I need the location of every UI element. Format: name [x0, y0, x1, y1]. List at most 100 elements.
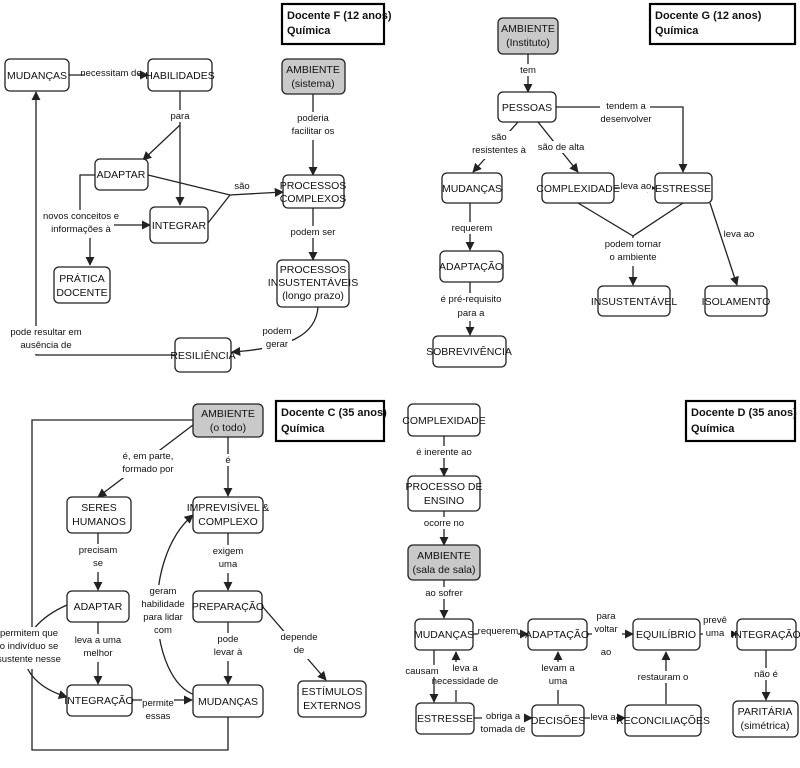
svg-text:INTEGRAR: INTEGRAR: [152, 220, 207, 232]
svg-text:(o todo): (o todo): [210, 422, 246, 434]
svg-text:causam: causam: [405, 666, 438, 677]
svg-text:é: é: [225, 455, 230, 466]
svg-text:necessidade de: necessidade de: [432, 676, 499, 687]
node-complexidade-g: COMPLEXIDADE: [536, 172, 620, 204]
svg-text:Docente G (12 anos): Docente G (12 anos): [655, 10, 762, 22]
svg-text:ADAPTAÇÃO: ADAPTAÇÃO: [439, 260, 503, 273]
svg-text:depende: depende: [281, 632, 318, 643]
svg-text:Docente D (35 anos): Docente D (35 anos): [691, 407, 797, 419]
svg-text:facilitar os: facilitar os: [292, 126, 335, 137]
svg-text:Docente F (12 anos): Docente F (12 anos): [287, 10, 392, 22]
svg-text:EXTERNOS: EXTERNOS: [303, 700, 361, 712]
svg-text:formado por: formado por: [122, 464, 173, 475]
labels-d: é inerente ao ocorre no ao sofrer requer…: [405, 446, 780, 738]
svg-text:DOCENTE: DOCENTE: [56, 287, 107, 299]
svg-text:requerem: requerem: [478, 626, 519, 637]
svg-text:PROCESSOS: PROCESSOS: [280, 264, 347, 276]
svg-text:levar à: levar à: [214, 647, 243, 658]
svg-text:COMPLEXO: COMPLEXO: [198, 516, 258, 528]
svg-text:é pré-requisito: é pré-requisito: [441, 294, 502, 305]
svg-text:ESTRESSE: ESTRESSE: [417, 713, 473, 725]
svg-text:são: são: [234, 181, 249, 192]
svg-text:para: para: [596, 611, 616, 622]
svg-text:MUDANÇAS: MUDANÇAS: [414, 629, 474, 641]
node-adaptacao-g: ADAPTAÇÃO: [439, 250, 504, 283]
svg-text:leva a uma: leva a uma: [75, 635, 122, 646]
svg-text:Química: Química: [287, 25, 331, 37]
svg-text:restauram o: restauram o: [638, 672, 689, 683]
svg-text:para a: para a: [458, 308, 486, 319]
header-docente-c: Docente C (35 anos) Química: [274, 399, 387, 443]
svg-text:(longo prazo): (longo prazo): [282, 290, 344, 302]
node-equilibrio: EQUILÍBRIO: [632, 618, 701, 651]
svg-text:INSUSTENTÁVEL: INSUSTENTÁVEL: [591, 295, 678, 308]
svg-text:podem ser: podem ser: [291, 227, 336, 238]
node-isolamento: ISOLAMENTO: [702, 285, 770, 317]
svg-text:Química: Química: [655, 25, 699, 37]
diagram-docente-c: Docente C (35 anos) Química AMBIENTE (o …: [0, 399, 387, 751]
svg-text:ENSINO: ENSINO: [424, 495, 464, 507]
svg-text:COMPLEXIDADE: COMPLEXIDADE: [536, 183, 619, 195]
svg-text:leva a: leva a: [452, 663, 478, 674]
svg-text:Docente C (35 anos): Docente C (35 anos): [281, 407, 387, 419]
node-complexidade-d: COMPLEXIDADE: [402, 403, 486, 437]
svg-text:geram: geram: [150, 586, 177, 597]
svg-text:prevê: prevê: [703, 615, 727, 626]
node-decisoes: DECISÕES: [531, 704, 585, 737]
node-mudancas-f: MUDANÇAS: [4, 58, 70, 92]
node-mudancas-g: MUDANÇAS: [441, 172, 503, 204]
svg-text:permite: permite: [142, 698, 174, 709]
svg-text:SOBREVIVÊNCIA: SOBREVIVÊNCIA: [426, 345, 512, 358]
labels-f: necessitam de para poderia facilitar os …: [10, 67, 336, 354]
node-integracao-c: INTEGRAÇÃO: [64, 684, 134, 717]
svg-text:obriga a: obriga a: [486, 711, 521, 722]
svg-text:INTEGRAÇÃO: INTEGRAÇÃO: [731, 628, 800, 641]
svg-text:é, em parte,: é, em parte,: [123, 451, 174, 462]
header-docente-d: Docente D (35 anos) Química: [684, 399, 797, 443]
svg-text:novos conceitos e: novos conceitos e: [43, 211, 119, 222]
svg-text:PREPARAÇÃO: PREPARAÇÃO: [192, 600, 264, 613]
node-ambiente-sala: AMBIENTE (sala de sala): [407, 544, 481, 581]
node-estresse-d: ESTRESSE: [415, 702, 475, 735]
svg-text:tendem a: tendem a: [606, 101, 646, 112]
node-paritaria: PARITÁRIA (simétrica): [732, 700, 799, 738]
svg-text:(Instituto): (Instituto): [506, 37, 550, 49]
node-mudancas-d: MUDANÇAS: [414, 618, 474, 651]
svg-text:RECONCILIAÇÕES: RECONCILIAÇÕES: [616, 714, 710, 727]
node-pratica-docente: PRÁTICA DOCENTE: [53, 266, 111, 304]
svg-text:tem: tem: [520, 65, 536, 76]
svg-text:o ambiente: o ambiente: [609, 252, 656, 263]
svg-text:SERES: SERES: [81, 502, 117, 514]
svg-text:AMBIENTE: AMBIENTE: [286, 64, 340, 76]
svg-text:ausência de: ausência de: [20, 340, 71, 351]
svg-text:poderia: poderia: [297, 113, 329, 124]
svg-text:habilidade: habilidade: [141, 599, 184, 610]
svg-text:voltar: voltar: [594, 624, 617, 635]
svg-text:MUDANÇAS: MUDANÇAS: [442, 183, 502, 195]
svg-text:necessitam de: necessitam de: [80, 68, 141, 79]
node-integrar-f: INTEGRAR: [149, 206, 209, 244]
svg-text:leva ao: leva ao: [724, 229, 755, 240]
node-integracao-d: INTEGRAÇÃO: [731, 618, 800, 651]
svg-text:ESTÍMULOS: ESTÍMULOS: [302, 685, 363, 698]
node-preparacao: PREPARAÇÃO: [192, 590, 264, 623]
svg-text:AMBIENTE: AMBIENTE: [417, 550, 471, 562]
svg-text:AMBIENTE: AMBIENTE: [201, 408, 255, 420]
svg-text:permitem que: permitem que: [0, 628, 58, 639]
svg-text:leva ao: leva ao: [621, 181, 652, 192]
svg-text:requerem: requerem: [452, 223, 493, 234]
node-adaptar-c: ADAPTAR: [66, 590, 130, 623]
svg-text:AMBIENTE: AMBIENTE: [501, 23, 555, 35]
node-adaptar-f: ADAPTAR: [94, 158, 149, 191]
node-ambiente-instituto: AMBIENTE (Instituto): [497, 17, 559, 55]
svg-text:INSUSTENTÁVEIS: INSUSTENTÁVEIS: [268, 276, 358, 289]
svg-text:(simétrica): (simétrica): [741, 720, 790, 732]
node-estimulos-externos: ESTÍMULOS EXTERNOS: [297, 680, 367, 718]
header-docente-g: Docente G (12 anos) Química: [648, 2, 797, 46]
svg-text:são de alta: são de alta: [538, 142, 585, 153]
svg-text:para: para: [170, 111, 190, 122]
diagram-docente-f: Docente F (12 anos) Química MUDANÇAS HAB…: [4, 2, 392, 373]
node-imprevisivel-complexo: IMPREVISÍVEL & COMPLEXO: [187, 496, 269, 534]
node-mudancas-c: MUDANÇAS: [192, 684, 264, 718]
